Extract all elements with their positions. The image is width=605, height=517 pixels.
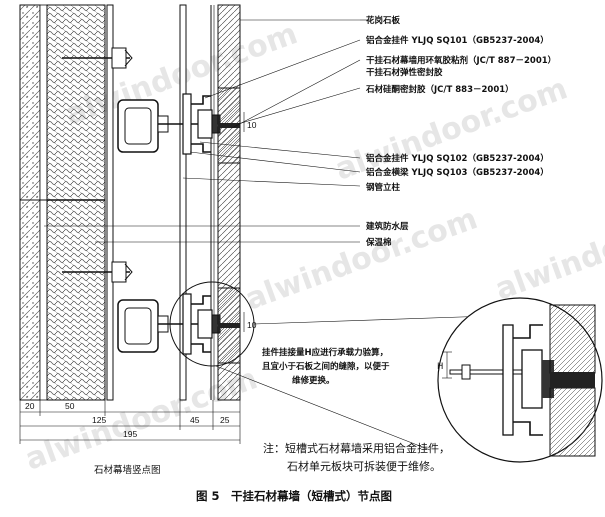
watermark-2: alwindoor.com bbox=[241, 201, 482, 317]
design-note: 注：短槽式石材幕墙采用铝合金挂件， 石材单元板块可拆装便于维修。 bbox=[263, 441, 450, 473]
detail-note-line3: 维修更换。 bbox=[292, 375, 335, 386]
label-steel-column: 钢管立柱 bbox=[366, 182, 401, 193]
bottom-dimensions: 20 50 125 45 25 195 bbox=[19, 400, 241, 444]
anchor-bolt-bottom bbox=[62, 261, 133, 283]
note-line1: 注：短槽式石材幕墙采用铝合金挂件， bbox=[263, 441, 450, 455]
dim-10-mid: 10 bbox=[247, 320, 257, 330]
insulation-layer bbox=[46, 4, 106, 401]
drawing-subtitle: 石材幕墙竖点图 bbox=[94, 464, 161, 476]
dim-20: 20 bbox=[25, 401, 35, 411]
detail-note: 挂件挂接量H应进行承载力验算， 且宜小于石板之间的缝隙，以便于 维修更换。 bbox=[262, 347, 390, 386]
steel-column-right bbox=[179, 4, 187, 401]
leader-lines bbox=[44, 19, 370, 243]
label-epoxy-1: 干挂石材幕墙用环氧胶粘剂（JC/T 887－2001） bbox=[366, 55, 556, 66]
anchors bbox=[62, 47, 133, 283]
label-sealant: 石材硅酮密封胶（JC/T 883－2001） bbox=[365, 84, 514, 95]
dim-50: 50 bbox=[65, 401, 75, 411]
dim-125: 125 bbox=[92, 415, 106, 425]
dim-25: 25 bbox=[220, 415, 230, 425]
connection-node-bottom bbox=[117, 281, 255, 367]
label-insulation: 保温棉 bbox=[365, 237, 392, 248]
connection-node-top bbox=[117, 87, 241, 164]
label-epoxy-2: 干挂石材弹性密封胶 bbox=[366, 67, 443, 78]
figure-caption: 图 5 干挂石材幕墙（短槽式）节点图 bbox=[196, 489, 392, 503]
label-alu-beam-103: 铝合金横梁 YLJQ SQ103（GB5237-2004） bbox=[366, 167, 549, 178]
enlarged-detail: H bbox=[437, 297, 603, 463]
label-waterproof: 建筑防水层 bbox=[365, 221, 409, 232]
detail-link-top bbox=[253, 315, 491, 325]
callout-labels: 花岗石板 铝合金挂件 YLJQ SQ101（GB5237-2004） 干挂石材幕… bbox=[365, 15, 556, 248]
note-line2: 石材单元板块可拆装便于维修。 bbox=[287, 459, 441, 473]
detail-dim-h: H bbox=[437, 362, 443, 372]
wall-section bbox=[19, 4, 241, 401]
detail-note-line1: 挂件挂接量H应进行承载力验算， bbox=[262, 347, 388, 358]
label-granite: 花岗石板 bbox=[366, 15, 401, 26]
dim-10-top: 10 bbox=[247, 120, 257, 130]
dim-45: 45 bbox=[190, 415, 200, 425]
label-alu-pendant-102: 铝合金挂件 YLJQ SQ102（GB5237-2004） bbox=[366, 153, 549, 164]
detail-note-line2: 且宜小于石板之间的缝隙，以便于 bbox=[262, 361, 390, 372]
detail-link-bottom bbox=[215, 365, 431, 451]
concrete-wall bbox=[19, 4, 41, 401]
waterproof-layer bbox=[39, 4, 48, 401]
watermark-5: alwindoor.com bbox=[491, 191, 605, 307]
dim-195: 195 bbox=[123, 429, 137, 439]
anchor-bolt-top bbox=[62, 47, 133, 69]
label-alu-pendant-101: 铝合金挂件 YLJQ SQ101（GB5237-2004） bbox=[366, 35, 549, 46]
